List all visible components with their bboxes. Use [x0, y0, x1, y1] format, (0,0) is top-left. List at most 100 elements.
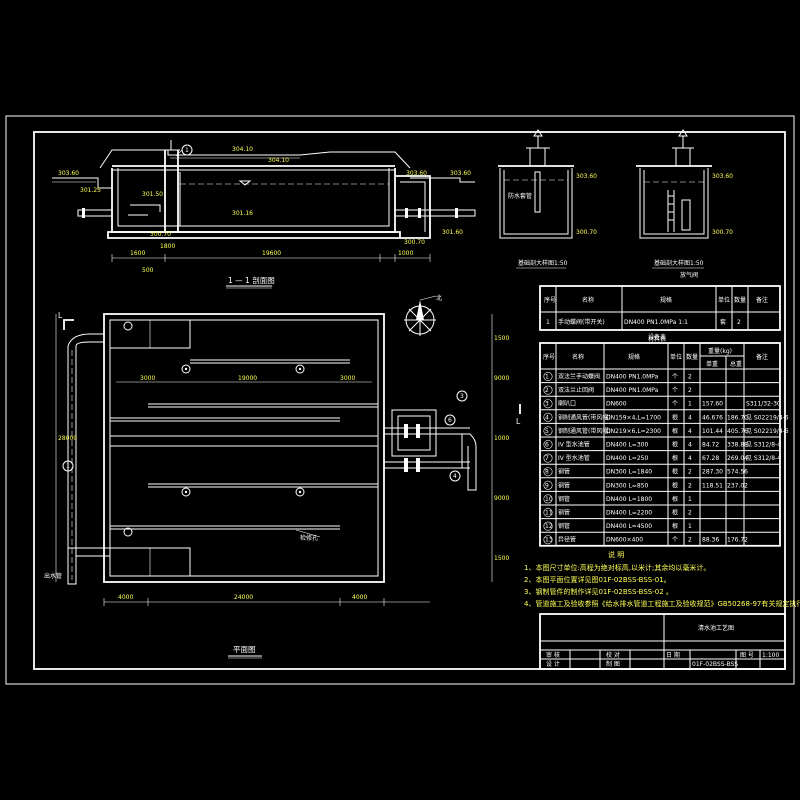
material-cell: 见 S312/8-4	[746, 442, 781, 449]
title-cell: 制 图	[606, 660, 620, 668]
material-cell: 9	[545, 482, 549, 489]
material-cell: 4	[688, 455, 692, 462]
material-cell: 钢管	[558, 509, 570, 517]
section-callout: 1	[185, 147, 189, 154]
section-dim: 1600	[130, 250, 145, 257]
note-item: 2、本图平面位置详见图01F-02BSS-BSS-01。	[524, 575, 671, 584]
material-cell: DN400 L=4500	[606, 523, 652, 530]
material-cell: 3	[545, 401, 549, 408]
material-cell: 根	[672, 522, 678, 530]
material-cell: 287.30	[702, 469, 723, 476]
title-cell: 日 期	[666, 651, 680, 659]
material-header: 重量(kg)	[708, 347, 732, 355]
section-view: 1 303.60 301.25 304.10 304.10 303.60 303…	[52, 140, 476, 289]
equip-title: 设备表	[648, 333, 666, 341]
material-cell: 双法兰手动蝶阀	[558, 373, 600, 381]
material-cell: 8	[545, 469, 549, 476]
material-cell: DN400 PN1.0MPa	[606, 387, 659, 394]
outer-border	[5, 115, 795, 685]
material-cell: 2	[688, 387, 692, 394]
material-cell: 11	[545, 510, 553, 517]
material-cell: DN300 L=1840	[606, 469, 652, 476]
material-cell: 6	[545, 442, 549, 449]
plan-dim-right: 1500	[494, 555, 509, 562]
detail-view-2: 303.60 300.70 基础剖大样图1:50 放气阀	[636, 129, 733, 279]
material-cell: IV 型水池管	[558, 441, 590, 449]
material-cell: 4	[688, 442, 692, 449]
plan-dim-top: 3000	[140, 375, 155, 382]
plan-dim-right: 9000	[494, 495, 509, 502]
material-cell: 2	[545, 387, 549, 394]
material-cell: IV 型水池管	[558, 454, 590, 462]
material-cell: 2	[688, 537, 692, 544]
material-cell: 338.88	[727, 442, 748, 449]
material-weight-subheader: 总重	[730, 360, 742, 368]
note-item: 3、钢制管件的制作详见01F-02BSS-BSS-02 。	[524, 587, 673, 596]
section-dim: 1800	[160, 243, 175, 250]
material-header: 序号	[543, 353, 555, 361]
material-cell: 根	[672, 454, 678, 462]
material-cell: DN300 L=850	[606, 482, 648, 489]
material-cell: 574.56	[727, 469, 748, 476]
material-cell: 2	[688, 510, 692, 517]
plan-dim-right: 9000	[494, 375, 509, 382]
material-cell: 见 S02219/4-6	[746, 414, 789, 421]
equip-cell: DN400 PN1.0MPa 1:1	[624, 319, 688, 326]
material-cell: 10	[545, 496, 553, 503]
material-cell: 88.36	[702, 537, 719, 544]
material-header: 规格	[628, 353, 640, 361]
material-row-number-circle	[543, 521, 553, 531]
detail2-title: 基础剖大样图1:50	[654, 259, 704, 267]
title-block: 清水池工艺图 审 核 校 对 日 期 设 计 制 图 图 号 01F-02BSS…	[539, 613, 786, 670]
equip-cell: 1	[546, 319, 550, 326]
material-cell: 根	[672, 509, 678, 517]
material-cell: 186.70	[727, 414, 748, 421]
material-row-number-circle	[543, 399, 553, 409]
notes-title: 说 明	[608, 550, 624, 559]
material-header: 数量	[686, 353, 698, 361]
material-cell: 钢管	[558, 522, 570, 530]
material-cell: DN400 L=250	[606, 455, 648, 462]
equip-cell: 套	[720, 318, 726, 326]
material-cell: 钢管	[558, 468, 570, 476]
material-row-number-circle	[543, 453, 553, 463]
material-cell: 钢制通风管(带风帽)	[558, 427, 611, 435]
notes-block: 说 明 1、本图尺寸单位:高程为绝对标高,以米计;其余均以毫米计。 2、本图平面…	[524, 550, 800, 608]
material-cell: 157.60	[702, 401, 723, 408]
plan-dim-right: 1500	[494, 335, 509, 342]
material-cell: 根	[672, 481, 678, 489]
section-level: 303.60	[450, 170, 471, 177]
material-cell: 2	[688, 469, 692, 476]
plan-dim-bottom: 24000	[234, 594, 253, 601]
material-cell: 7	[545, 455, 549, 462]
material-cell: 4	[545, 414, 549, 421]
material-cell: 异径管	[558, 536, 576, 544]
material-row-number-circle	[543, 494, 553, 504]
section-level: 300.70	[404, 239, 425, 246]
section-level: 301.16	[232, 210, 253, 217]
material-cell: 237.02	[727, 482, 748, 489]
material-cell: 根	[672, 413, 678, 421]
equip-header: 备注	[756, 296, 768, 304]
material-cell: 见 S02219/4-6	[746, 428, 789, 435]
title-cell: 图 号	[740, 652, 754, 659]
material-cell: 根	[672, 441, 678, 449]
material-cell: 个	[672, 374, 678, 381]
material-cell: 4	[688, 414, 692, 421]
material-cell: DN219×6,L=2300	[606, 428, 661, 435]
detail1-level: 303.60	[576, 173, 597, 180]
material-cell: DN600	[606, 401, 627, 408]
section-level: 301.50	[142, 191, 163, 198]
material-row-number-circle	[543, 480, 553, 490]
material-cell: 1	[688, 401, 692, 408]
material-cell: 根	[672, 427, 678, 435]
material-cell: DN159×4,L=1700	[606, 414, 661, 421]
material-row-number-circle	[543, 426, 553, 436]
material-cell: 67.28	[702, 455, 719, 462]
detail1-title: 基础剖大样图1:50	[518, 259, 568, 267]
section-level: 304.10	[268, 157, 289, 164]
material-cell: 见 S312/8-4	[746, 455, 781, 462]
material-cell: DN600×400	[606, 537, 643, 544]
